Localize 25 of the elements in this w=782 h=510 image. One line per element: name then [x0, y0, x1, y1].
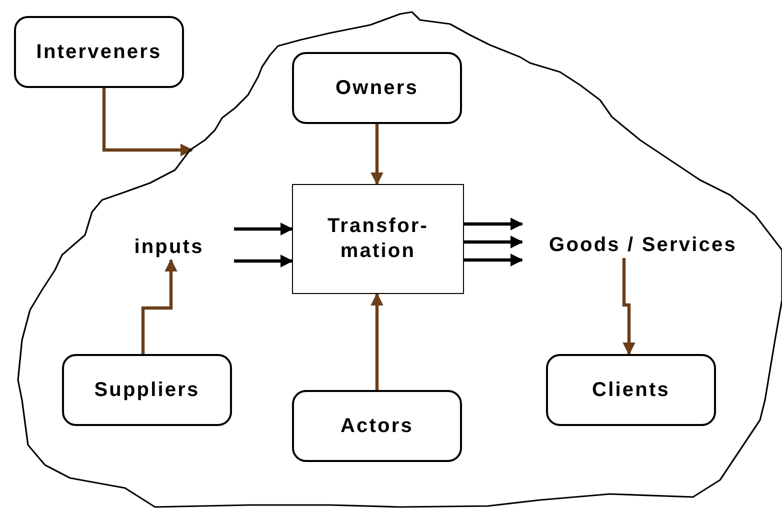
process-box — [62, 354, 232, 426]
arrow — [464, 218, 524, 230]
process-box — [14, 16, 184, 88]
process-box — [292, 390, 462, 462]
node-label: Interveners — [36, 40, 162, 64]
node-label: Suppliers — [94, 378, 200, 402]
arrow — [234, 222, 294, 236]
process-box — [292, 184, 464, 294]
arrow — [622, 258, 636, 356]
node-label: Clients — [592, 378, 670, 402]
node-label: Transfor- mation — [326, 214, 430, 264]
process-box — [292, 52, 462, 124]
process-box — [546, 354, 716, 426]
arrow — [102, 88, 194, 156]
node-label: Actors — [340, 414, 414, 438]
arrow — [464, 254, 524, 266]
arrow — [464, 236, 524, 248]
node-label: inputs — [134, 234, 204, 260]
arrow — [141, 258, 178, 354]
arrow — [234, 254, 294, 268]
arrow — [370, 292, 384, 390]
system-boundary-cloud — [18, 10, 782, 510]
arrow — [370, 124, 384, 186]
node-label: Owners — [336, 76, 418, 100]
node-label: Goods / Services — [549, 232, 737, 258]
